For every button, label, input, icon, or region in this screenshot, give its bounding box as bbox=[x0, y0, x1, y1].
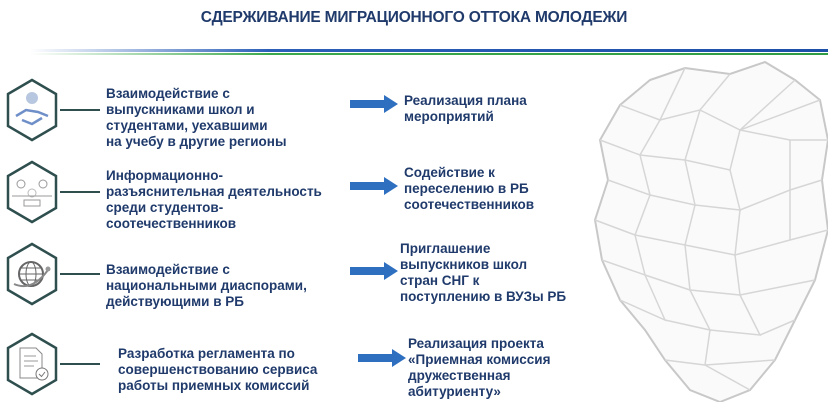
text-line: поступлению в ВУЗы РБ bbox=[400, 289, 567, 304]
text-line: переселению в РБ bbox=[404, 181, 529, 196]
text-line: «Приемная комиссия bbox=[408, 352, 551, 367]
text-line: студентами, уехавшими bbox=[106, 118, 268, 133]
text-line: совершенствованию сервиса bbox=[118, 362, 318, 377]
text-line: на учебу в другие регионы bbox=[106, 134, 287, 149]
arrow-right-icon bbox=[350, 95, 398, 113]
text-line: стран СНГ к bbox=[400, 273, 480, 288]
text-line: работы приемных комиссий bbox=[118, 378, 310, 393]
text-line: выпускниками школ и bbox=[106, 102, 255, 117]
connector-line bbox=[60, 273, 100, 275]
arrow-right-icon bbox=[350, 177, 398, 195]
text-line: соотечественников bbox=[404, 197, 535, 212]
text-line: среди студентов- bbox=[106, 200, 224, 215]
text-line: абитуриенту» bbox=[408, 384, 501, 399]
text-line: дружественная bbox=[408, 368, 511, 383]
region-map bbox=[593, 60, 828, 402]
text-line: Приглашение bbox=[400, 241, 491, 256]
connector-line bbox=[60, 191, 100, 193]
text-line: выпускников школ bbox=[400, 257, 528, 272]
arrow-right-icon bbox=[350, 262, 398, 280]
text-line: Реализация проекта bbox=[408, 336, 544, 351]
text-line: Взаимодействие с bbox=[106, 262, 230, 277]
text-line: Содействие к bbox=[404, 165, 495, 180]
text-line: национальными диаспорами, bbox=[106, 278, 307, 293]
handshake-icon bbox=[6, 78, 58, 142]
connector-line bbox=[60, 109, 100, 111]
divider-green bbox=[30, 53, 828, 55]
people-meeting-icon bbox=[6, 160, 58, 224]
text-line: Взаимодействие с bbox=[106, 86, 230, 101]
text-line: соотечественников bbox=[106, 216, 237, 231]
arrow-right-icon bbox=[358, 349, 406, 367]
globe-icon bbox=[6, 242, 58, 306]
action-text: Информационно-разъяснительная деятельнос… bbox=[106, 168, 322, 232]
document-check-icon bbox=[6, 332, 58, 396]
connector-line bbox=[60, 363, 100, 365]
divider-blue bbox=[30, 49, 828, 52]
slide-title: СДЕРЖИВАНИЕ МИГРАЦИОННОГО ОТТОКА МОЛОДЕЖ… bbox=[200, 9, 628, 26]
text-line: Информационно- bbox=[106, 168, 224, 183]
text-line: Разработка регламента по bbox=[118, 346, 295, 361]
text-line: Реализация плана bbox=[404, 93, 527, 108]
text-line: действующими в РБ bbox=[106, 294, 244, 309]
text-line: разъяснительная деятельность bbox=[106, 184, 322, 199]
text-line: мероприятий bbox=[404, 109, 494, 124]
